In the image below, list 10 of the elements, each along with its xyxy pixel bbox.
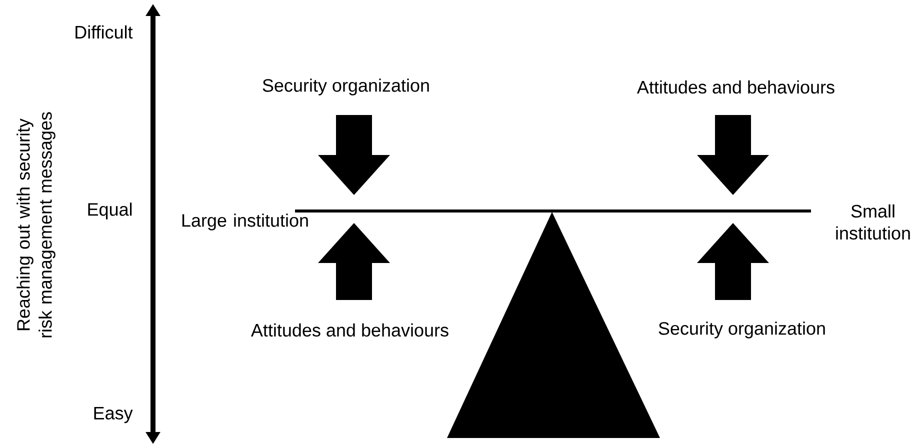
axis-label: Difficult: [76, 25, 133, 39]
force-label: Attitudes and behaviours: [250, 323, 448, 337]
axis-label: Equal: [88, 202, 132, 220]
force-label: Attitudes and behaviours: [636, 80, 834, 94]
side-label: Large institution: [182, 214, 308, 230]
force-label: Security organization: [262, 78, 429, 96]
side-label: Small institution: [836, 204, 910, 240]
axis-label: Easy: [94, 406, 133, 424]
axis-title: Reaching out with security risk management messages: [16, 112, 56, 338]
force-label: Security organization: [658, 322, 825, 338]
